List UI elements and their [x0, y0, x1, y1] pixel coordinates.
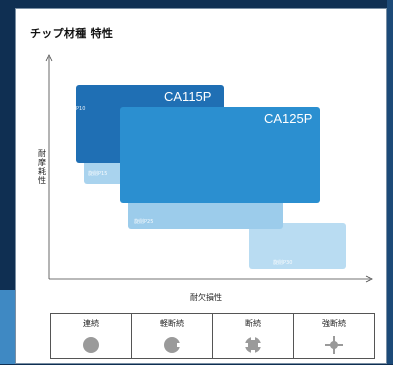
grade-iso-label-p15: 旋削P15	[88, 171, 108, 177]
y-axis-label: 耐摩耗性	[38, 149, 46, 185]
x-axis-arrow	[365, 275, 373, 283]
continuous-cut-icon	[83, 337, 99, 353]
page-title: チップ材種 特性	[30, 27, 114, 40]
grade-region-p30	[249, 223, 346, 269]
legend-item-heavy-interrupted: 強断続	[294, 314, 374, 358]
interrupted-cut-icon	[244, 336, 262, 354]
background-edge-left	[0, 290, 15, 364]
grade-name-ca115p: CA115P	[164, 89, 212, 104]
grade-iso-label-p25: 旋削P25	[134, 219, 154, 225]
y-axis-arrow	[45, 54, 53, 62]
grade-name-ca125p: CA125P	[264, 111, 313, 126]
legend-item-light-interrupted: 軽断続	[132, 314, 213, 358]
grade-region-ca125p	[120, 107, 320, 203]
light-interrupted-cut-icon	[164, 337, 181, 353]
legend-label: 軽断続	[160, 319, 184, 328]
axes	[45, 54, 373, 283]
background-edge-right	[387, 0, 393, 364]
heavy-interrupted-cut-icon	[325, 336, 343, 354]
x-axis-label: 耐欠損性	[190, 293, 222, 302]
grade-iso-label-p30: 旋削P30	[273, 260, 293, 266]
legend-item-interrupted: 断続	[213, 314, 294, 358]
grade-iso-label-p10: 旋削P10	[66, 106, 86, 112]
characteristics-card: チップ材種 特性 耐摩耗性 耐欠損性 旋削P30 旋削P25 旋削P15 CA1…	[15, 8, 387, 364]
legend-label: 連続	[83, 319, 99, 328]
cutting-condition-legend: 連続 軽断続 断続 強断続	[50, 313, 375, 359]
legend-label: 強断続	[322, 319, 346, 328]
legend-label: 断続	[245, 319, 261, 328]
legend-item-continuous: 連続	[51, 314, 132, 358]
